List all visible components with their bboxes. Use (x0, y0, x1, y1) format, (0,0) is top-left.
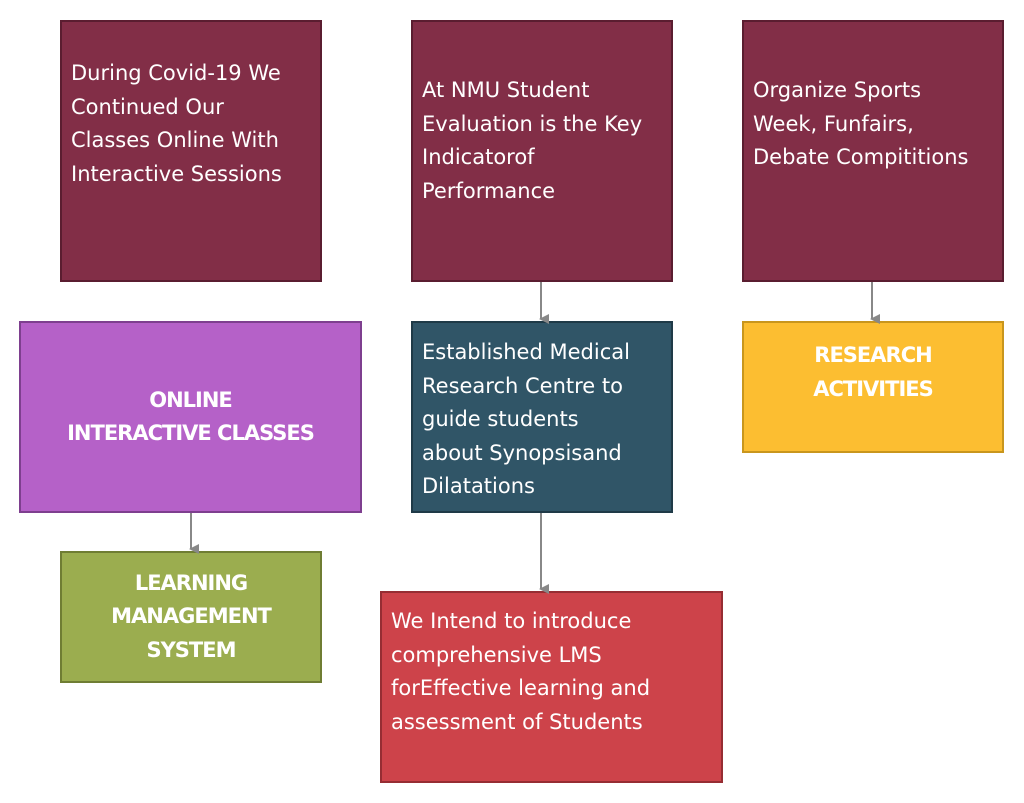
introduce-lms-text: We Intend to introduce comprehensive LMS… (382, 593, 721, 739)
medical-line: Dilatations (422, 474, 535, 498)
covid-line: Classes Online With (71, 128, 279, 152)
lms-line: MANAGEMENT (111, 604, 272, 629)
medical-research-centre-box: Established Medical Research Centre to g… (411, 321, 673, 513)
nmu-line: Evaluation is the Key (422, 111, 643, 136)
introduce-lms-box: We Intend to introduce comprehensive LMS… (380, 591, 723, 783)
sports-line: Week, Funfairs, (753, 111, 914, 136)
sports-events-text: Organize Sports Week, Funfairs, Debate C… (744, 22, 1002, 175)
covid-online-classes-box: During Covid-19 We Continued Our Classes… (60, 20, 322, 282)
medical-line: Research Centre to (422, 373, 623, 398)
covid-line: During Covid-19 We (71, 61, 281, 85)
medical-research-centre-text: Established Medical Research Centre to g… (413, 323, 671, 504)
medical-line: guide students (422, 407, 579, 431)
nmu-evaluation-text: At NMU Student Evaluation is the Key Ind… (413, 22, 671, 208)
sports-events-box: Organize Sports Week, Funfairs, Debate C… (742, 20, 1004, 282)
medical-line: about Synopsisand (422, 440, 622, 465)
nmu-evaluation-box: At NMU Student Evaluation is the Key Ind… (411, 20, 673, 282)
sports-line: Debate Compititions (753, 145, 969, 169)
online-interactive-classes-heading: ONLINE INTERACTIVE CLASSES (21, 323, 360, 511)
research-line: ACTIVITIES (813, 376, 933, 401)
lms-line: SYSTEM (146, 637, 236, 662)
intend-line: comprehensive LMS (391, 642, 602, 667)
intend-line: assessment of Students (391, 709, 643, 734)
medical-line: Established Medical (422, 340, 630, 364)
online-line: ONLINE (149, 387, 233, 412)
learning-management-system-box: LEARNING MANAGEMENT SYSTEM (60, 551, 322, 683)
covid-line: Continued Our (71, 94, 224, 119)
research-activities-heading: RESEARCH ACTIVITIES (744, 323, 1002, 451)
online-interactive-classes-box: ONLINE INTERACTIVE CLASSES (19, 321, 362, 513)
lms-line: LEARNING (134, 570, 248, 595)
research-line: RESEARCH (814, 343, 932, 367)
sports-line: Organize Sports (753, 78, 922, 102)
nmu-line: At NMU Student (422, 78, 590, 102)
research-activities-box: RESEARCH ACTIVITIES (742, 321, 1004, 453)
intend-line: forEffective learning and (391, 676, 651, 700)
covid-online-classes-text: During Covid-19 We Continued Our Classes… (62, 22, 320, 191)
online-line: INTERACTIVE CLASSES (67, 421, 315, 445)
nmu-line: Indicatorof (422, 145, 535, 169)
nmu-line: Performance (422, 178, 556, 203)
covid-line: Interactive Sessions (71, 161, 282, 186)
intend-line: We Intend to introduce (391, 609, 632, 633)
learning-management-system-heading: LEARNING MANAGEMENT SYSTEM (62, 553, 320, 681)
